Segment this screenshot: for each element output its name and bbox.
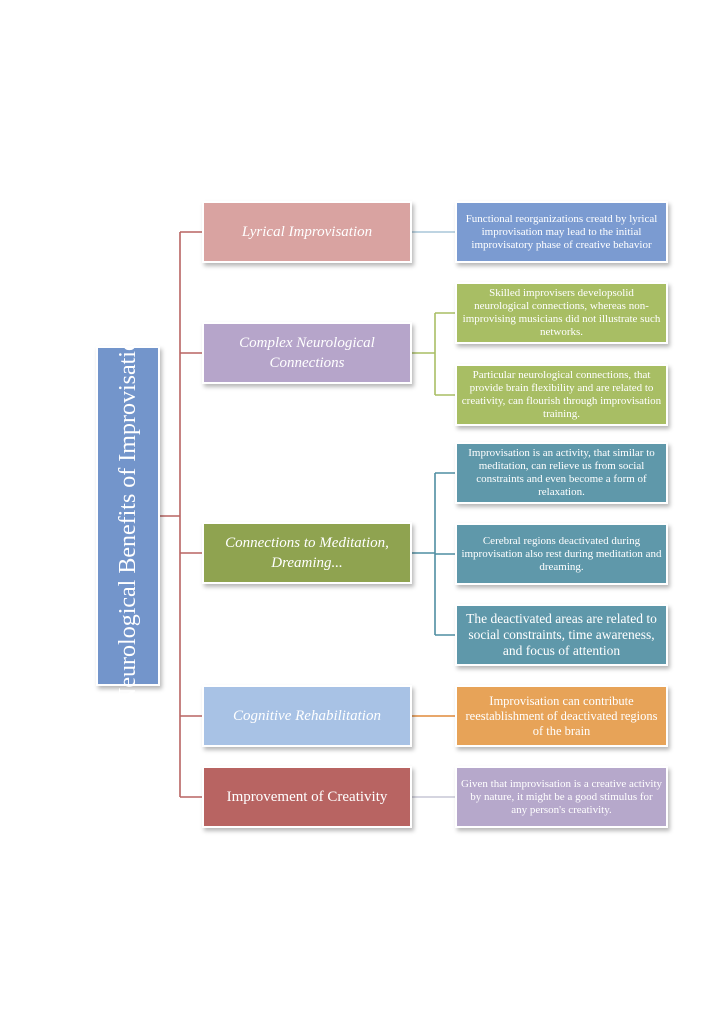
branch-complex-neurological-connections: Complex Neurological Connections [202,322,412,384]
leaf-text: Improvisation is an activity, that simil… [468,447,655,498]
branch-lyrical-improvisation: Lyrical Improvisation [202,201,412,263]
leaf-text: Functional reorganizations creatd by lyr… [465,212,658,251]
leaf-meditation-detail-1: Improvisation is an activity, that simil… [455,442,668,504]
leaf-text: Particular neurological connections, tha… [461,369,662,420]
leaf-lyrical-detail: Functional reorganizations creatd by lyr… [455,201,668,263]
branch-label: Cognitive Rehabilitation [233,708,381,724]
leaf-text: Cerebral regions deactivated during impr… [461,534,662,573]
root-title: Neurological Benefits of Improvisation [115,327,141,705]
leaf-text: Skilled improvisers developsolid neurolo… [462,287,661,338]
leaf-meditation-detail-3: The deactivated areas are related to soc… [455,604,668,666]
leaf-meditation-detail-2: Cerebral regions deactivated during impr… [455,523,668,585]
leaf-complex-detail-1: Skilled improvisers developsolid neurolo… [455,282,668,344]
leaf-complex-detail-2: Particular neurological connections, tha… [455,364,668,426]
branch-label: Connections to Meditation, Dreaming... [225,535,389,571]
branch-cognitive-rehabilitation: Cognitive Rehabilitation [202,685,412,747]
leaf-text: Given that improvisation is a creative a… [461,777,662,816]
leaf-creativity-detail: Given that improvisation is a creative a… [455,766,668,828]
branch-label: Lyrical Improvisation [241,224,373,240]
root-node: Neurological Benefits of Improvisation [96,327,160,705]
leaf-text: Improvisation can contribute reestablish… [465,693,658,738]
branch-improvement-of-creativity: Improvement of Creativity [202,766,412,828]
branch-connections-to-meditation: Connections to Meditation, Dreaming... [202,522,412,584]
branch-label: Improvement of Creativity [226,789,388,805]
leaf-rehabilitation-detail: Improvisation can contribute reestablish… [455,685,668,747]
leaf-text: The deactivated areas are related to soc… [466,611,657,658]
branch-label: Complex Neurological Connections [239,335,375,371]
